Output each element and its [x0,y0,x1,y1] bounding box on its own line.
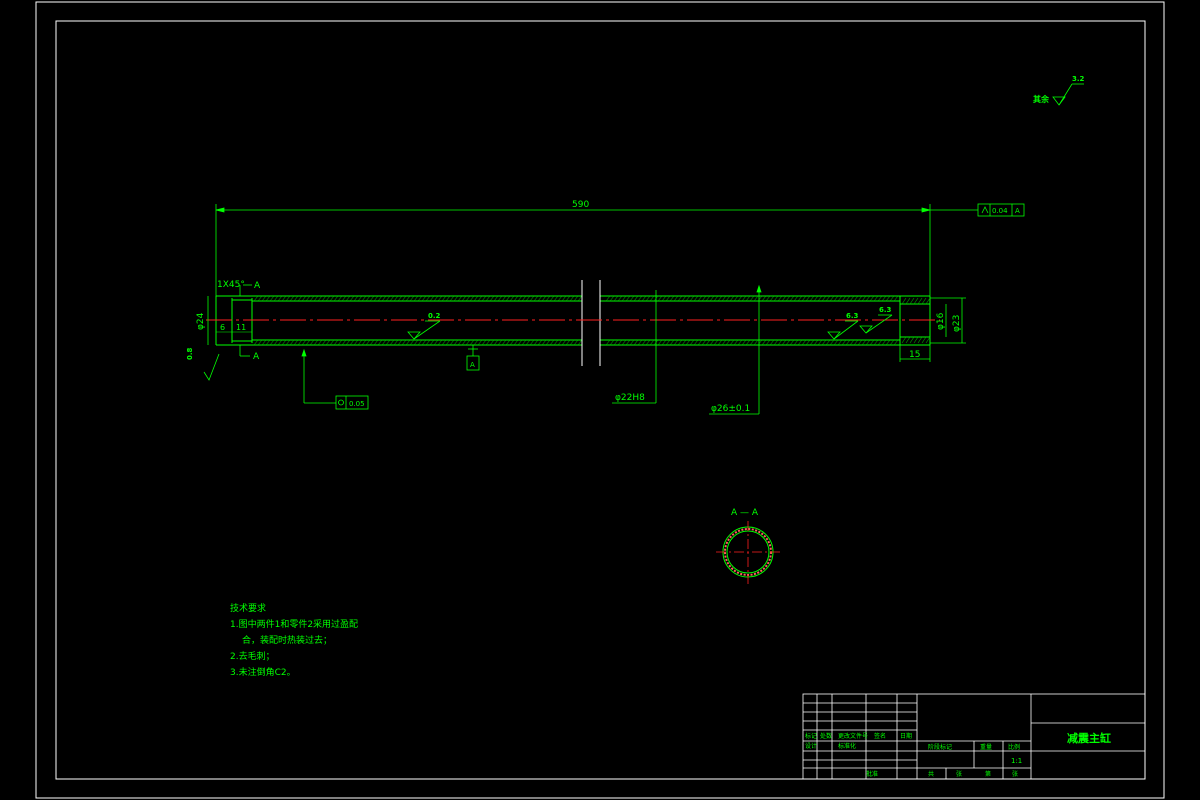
shaft-view [215,295,931,346]
tb-label-mark: 标记 [805,732,817,740]
chamfer-label: 1X45° [217,280,245,290]
tb-label-total: 共 [928,770,934,778]
title-block [802,693,1146,780]
tech-req-item-1b: 合，装配时热装过去； [242,636,333,646]
tb-label-standard: 标准化 [838,742,856,750]
bore-roughness-value: 0.2 [428,312,441,320]
runout-datum: A [1015,207,1020,215]
wall-hatching [253,295,931,346]
datum-symbol [466,345,480,371]
runout-value: 0.04 [992,207,1008,215]
section-view [716,521,782,584]
cylindricity-frame [301,348,369,410]
length-dimension [215,204,978,296]
section-marker-bottom: A [253,352,260,362]
right-roughness-1: 6.3 [846,312,859,320]
right-outer-diameter: φ23 [952,315,962,332]
tb-label-ratio: 比例 [1008,743,1020,751]
tb-label-count: 处数 [820,732,832,740]
tb-label-sign: 签名 [874,732,886,740]
runout-frame [977,203,1025,217]
outer-frame [35,1,1165,799]
other-roughness-symbol [1052,83,1084,106]
left-step-6: 6 [220,323,225,332]
section-title: A — A [731,508,759,518]
tb-label-stage: 阶段标记 [928,743,952,751]
overall-length-label: 590 [572,200,589,210]
tb-label-approve: 批准 [866,770,878,778]
outer-diameter-label: φ26±0.1 [711,404,750,414]
section-marker-top: A [254,281,261,291]
outer-diameter-leader [709,284,762,415]
left-roughness-symbol [203,353,220,381]
right-roughness-2: 6.3 [879,306,892,314]
tb-label-design: 设计 [805,742,817,750]
right-roughness-symbols [827,314,893,340]
left-step-11: 11 [236,323,246,332]
break-marks [581,280,601,366]
datum-label: A [470,361,475,369]
tb-label-date: 日期 [900,732,912,740]
left-diameter-label: φ24 [196,312,206,330]
tb-scale: 1:1 [1011,757,1022,765]
technical-requirements: 技术要求 1.图中两件1和零件2采用过盈配 合，装配时热装过去； 2.去毛刺； … [230,601,358,681]
tb-label-weight: 重量 [980,743,992,751]
other-roughness-label: 其余 [1033,95,1049,104]
tb-label-no: 第 [985,770,991,778]
cylindricity-value: 0.05 [349,400,365,408]
tb-label-sheet2: 张 [1012,770,1018,778]
tb-label-change: 更改文件号 [838,732,868,740]
drawing-title: 减震主缸 [1067,732,1111,745]
right-dimensions [899,297,966,362]
tech-req-item-1: 1.图中两件1和零件2采用过盈配 [230,620,359,630]
right-length: 15 [909,350,920,360]
bore-roughness-symbol [407,320,441,340]
tech-req-item-3: 3.未注倒角C2。 [230,668,296,678]
right-inner-diameter: φ16 [936,312,946,330]
bore-diameter-leader [612,290,657,404]
bore-diameter-label: φ22H8 [615,393,645,403]
tb-label-sheet1: 张 [956,770,962,778]
tech-req-heading: 技术要求 [230,604,267,614]
inner-frame [55,20,1146,780]
other-roughness-value: 3.2 [1072,75,1085,83]
left-roughness-value: 0.8 [186,347,194,360]
tech-req-item-2: 2.去毛刺； [230,652,275,662]
